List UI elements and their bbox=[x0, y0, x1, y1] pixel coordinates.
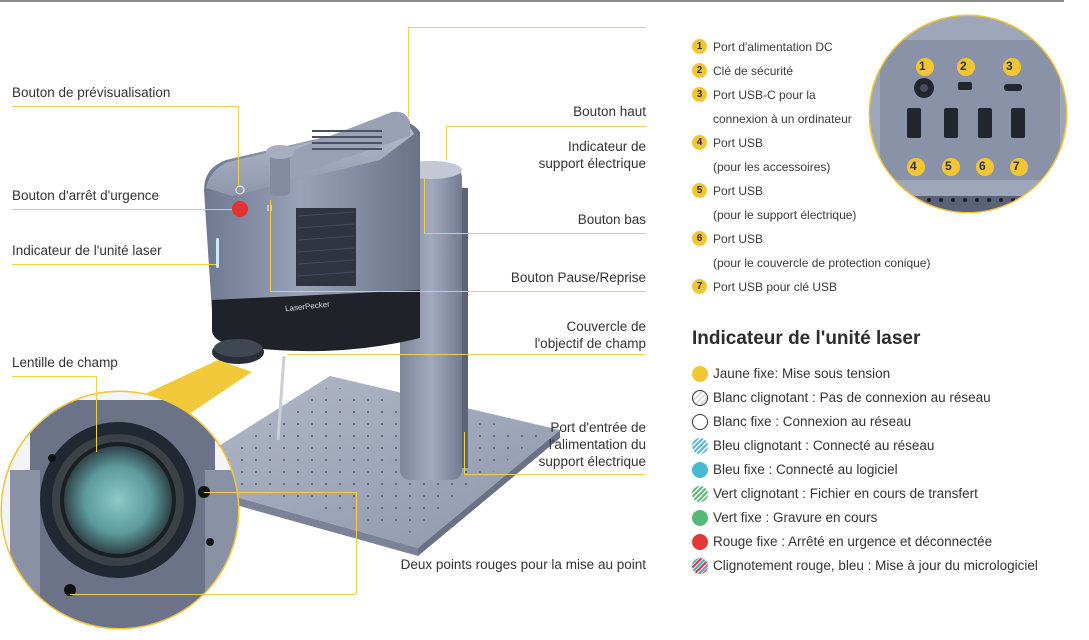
port-number-badge: 2 bbox=[692, 63, 707, 78]
leader-line bbox=[287, 354, 646, 355]
indicator-status-dot-icon bbox=[692, 366, 708, 382]
indicator-legend-title: Indicateur de l'unité laser bbox=[692, 328, 921, 349]
leader-line bbox=[464, 432, 465, 474]
leader-line bbox=[12, 264, 216, 265]
leader-line bbox=[464, 474, 646, 475]
leader-line bbox=[408, 27, 646, 28]
port-label: Port d'alimentation DC bbox=[713, 40, 833, 54]
callout-line-3: support électrique bbox=[538, 454, 646, 469]
leader-line bbox=[238, 106, 239, 186]
leader-line bbox=[270, 200, 271, 291]
port-number-badge: 6 bbox=[692, 231, 707, 246]
leader-line bbox=[270, 291, 646, 292]
indicator-label: Clignotement rouge, bleu : Mise à jour d… bbox=[713, 558, 1038, 573]
indicator-label: Blanc clignotant : Pas de connexion au r… bbox=[713, 390, 991, 405]
port-label: Clé de sécurité bbox=[713, 64, 794, 78]
leader-line bbox=[96, 376, 97, 452]
port-label: (pour le support électrique) bbox=[713, 208, 857, 222]
indicator-label: Bleu fixe : Connecté au logiciel bbox=[713, 462, 898, 477]
leader-line bbox=[70, 594, 356, 595]
top-divider bbox=[0, 0, 1064, 2]
port-label: (pour le couvercle de protection conique… bbox=[713, 256, 931, 270]
indicator-label: Rouge fixe : Arrêté en urgence et déconn… bbox=[713, 534, 993, 549]
callout-lens-cover: Couvercle de l'objectif de champ bbox=[535, 318, 646, 352]
indicator-label: Bleu clignotant : Connecté au réseau bbox=[713, 438, 935, 453]
callout-line-2: l'objectif de champ bbox=[534, 336, 646, 351]
inset-num-7: 7 bbox=[1013, 159, 1020, 173]
port-number-badge: 4 bbox=[692, 135, 707, 150]
callout-line-2: l'alimentation du bbox=[548, 437, 646, 452]
callout-emergency-stop: Bouton d'arrêt d'urgence bbox=[12, 188, 160, 203]
indicator-label: Jaune fixe: Mise sous tension bbox=[713, 366, 891, 381]
port-number-badge: 1 bbox=[692, 39, 707, 54]
leader-line bbox=[12, 106, 238, 107]
callout-top-button: Bouton haut bbox=[573, 104, 646, 119]
leader-line bbox=[446, 126, 447, 160]
leader-line bbox=[408, 27, 409, 117]
port-label: Port USB bbox=[713, 232, 764, 246]
callout-field-lens: Lentille de champ bbox=[12, 355, 118, 370]
port-label: Port USB bbox=[713, 136, 764, 150]
port-number-badge: 7 bbox=[692, 279, 707, 294]
callout-power-input: Port d'entrée de l'alimentation du suppo… bbox=[539, 419, 646, 470]
indicator-label: Vert fixe : Gravure en cours bbox=[713, 510, 878, 525]
port-label: Port USB-C pour la bbox=[713, 88, 816, 102]
leader-line bbox=[356, 492, 357, 594]
leader-line bbox=[424, 233, 646, 234]
indicator-label: Blanc fixe : Connexion au réseau bbox=[713, 414, 912, 429]
indicator-status-dot-icon bbox=[692, 486, 708, 502]
callout-red-dots: Deux points rouges pour la mise au point bbox=[400, 557, 646, 572]
inset-num-2: 2 bbox=[960, 59, 967, 73]
indicator-label: Vert clignotant : Fichier en cours de tr… bbox=[713, 486, 978, 501]
leader-line bbox=[424, 178, 425, 234]
inset-num-1: 1 bbox=[919, 59, 926, 73]
callout-preview-button: Bouton de prévisualisation bbox=[12, 85, 171, 100]
indicator-status-dot-icon bbox=[692, 510, 708, 526]
indicator-status-dot-icon bbox=[692, 390, 708, 406]
callout-bottom-button: Bouton bas bbox=[577, 212, 646, 227]
indicator-status-dot-icon bbox=[692, 558, 708, 574]
leader-line bbox=[204, 492, 356, 493]
callout-laser-indicator: Indicateur de l'unité laser bbox=[12, 243, 162, 258]
inset-num-3: 3 bbox=[1006, 59, 1013, 73]
inset-num-6: 6 bbox=[979, 159, 986, 173]
callout-line-1: Port d'entrée de bbox=[550, 420, 646, 435]
port-label: Port USB pour clé USB bbox=[713, 280, 838, 294]
indicator-status-dot-icon bbox=[692, 534, 708, 550]
indicator-status-dot-icon bbox=[692, 414, 708, 430]
callout-line-2: support électrique bbox=[538, 156, 646, 171]
port-number-badge: 5 bbox=[692, 183, 707, 198]
port-label: Port USB bbox=[713, 184, 764, 198]
callout-power-support-indicator: Indicateur de support électrique bbox=[539, 138, 646, 172]
port-label: connexion à un ordinateur bbox=[713, 112, 852, 126]
callout-pause-resume: Bouton Pause/Reprise bbox=[510, 270, 646, 285]
inset-num-5: 5 bbox=[945, 159, 952, 173]
indicator-status-dot-icon bbox=[692, 438, 708, 454]
leader-line bbox=[446, 126, 646, 127]
leader-line bbox=[12, 376, 96, 377]
port-number-badge: 3 bbox=[692, 87, 707, 102]
callout-line-1: Indicateur de bbox=[567, 139, 646, 154]
leader-line bbox=[12, 209, 232, 210]
indicator-status-dot-icon bbox=[692, 462, 708, 478]
callout-line-1: Couvercle de bbox=[566, 319, 646, 334]
inset-num-4: 4 bbox=[910, 159, 917, 173]
port-label: (pour les accessoires) bbox=[713, 160, 831, 174]
